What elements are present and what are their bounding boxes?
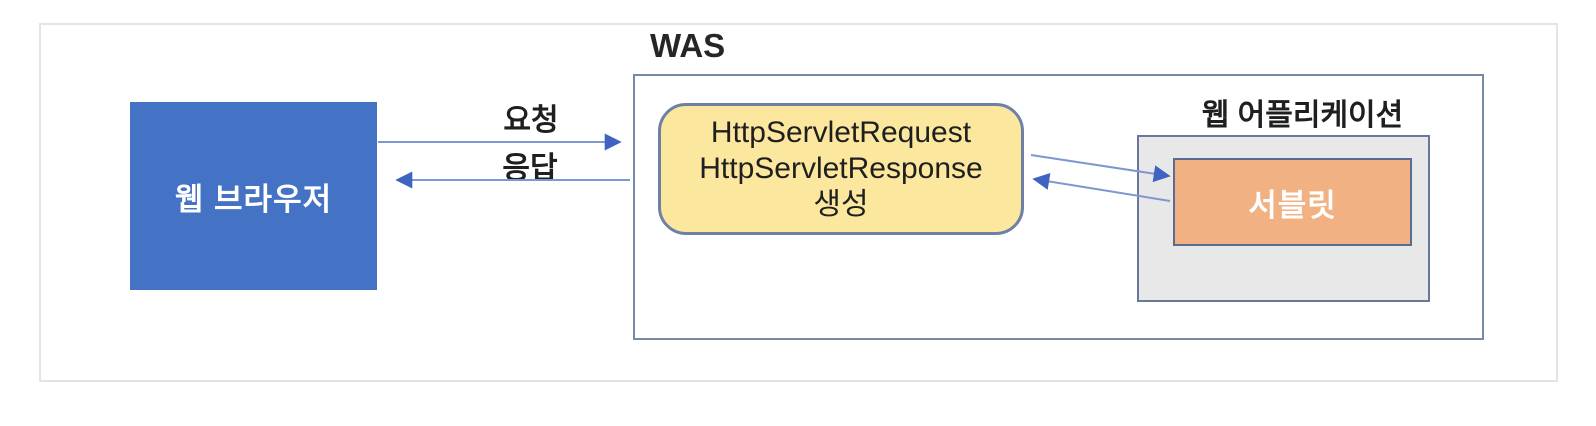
creation-box-line-3: 생성 (813, 188, 869, 221)
request-arrow-label: 요청 (503, 104, 559, 137)
web-application-title: 웹 어플리케이션 (1201, 99, 1404, 132)
creation-box-line-2: HttpServletResponse (699, 152, 983, 185)
servlet-box: 서블릿 (1173, 158, 1412, 246)
web-browser-label: 웹 브라우저 (174, 181, 333, 217)
response-arrow-label: 응답 (502, 152, 558, 185)
creation-box-line-1: HttpServletRequest (710, 116, 972, 149)
servlet-label: 서블릿 (1248, 187, 1337, 223)
web-browser-box: 웹 브라우저 (130, 102, 377, 290)
servlet-objects-creation-box: HttpServletRequest HttpServletResponse 생… (658, 103, 1024, 235)
was-title: WAS (650, 27, 726, 64)
